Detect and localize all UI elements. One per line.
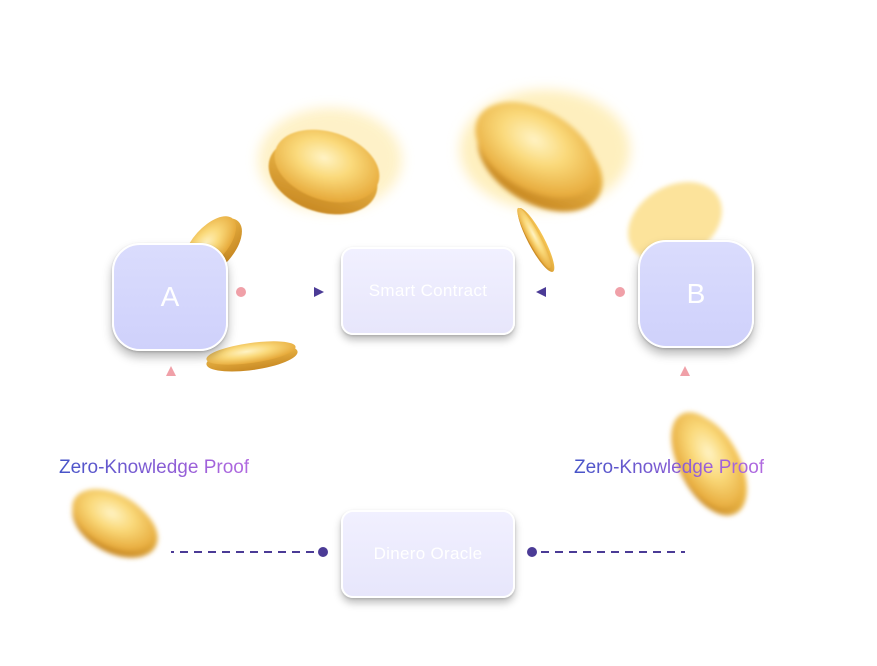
smart-contract-label: Smart Contract — [368, 281, 488, 300]
arrowhead-icon — [166, 366, 176, 376]
arrowhead-icon — [680, 366, 690, 376]
arrow-start-dot — [527, 547, 537, 557]
arrow-start-dot — [615, 287, 625, 297]
arrowhead-icon — [536, 287, 546, 297]
arrow-oracle-to-a — [166, 366, 328, 557]
coin-icon — [475, 102, 603, 212]
coin-icon — [268, 129, 380, 215]
smart-contract-node: Smart Contract — [341, 247, 515, 335]
coin-icon — [671, 412, 747, 516]
oracle-node: Dinero Oracle — [341, 510, 515, 598]
arrow-b-to-contract — [536, 287, 625, 297]
arrow-start-dot — [236, 287, 246, 297]
oracle-label: Dinero Oracle — [373, 544, 483, 563]
arrow-a-to-contract — [236, 287, 324, 297]
party-a-node: A — [112, 243, 228, 351]
zk-proof-label-left: Zero-Knowledge Proof — [59, 457, 250, 478]
arrowhead-icon — [314, 287, 324, 297]
coin-icon — [72, 489, 158, 558]
arrow-start-dot — [318, 547, 328, 557]
zk-proof-label-right: Zero-Knowledge Proof — [574, 457, 765, 478]
party-b-label: B — [686, 278, 706, 309]
coin-icon — [206, 341, 298, 372]
coin-icon — [517, 207, 555, 273]
party-a-label: A — [160, 281, 180, 312]
party-b-node: B — [638, 240, 754, 348]
arrow-oracle-to-b — [527, 366, 690, 557]
